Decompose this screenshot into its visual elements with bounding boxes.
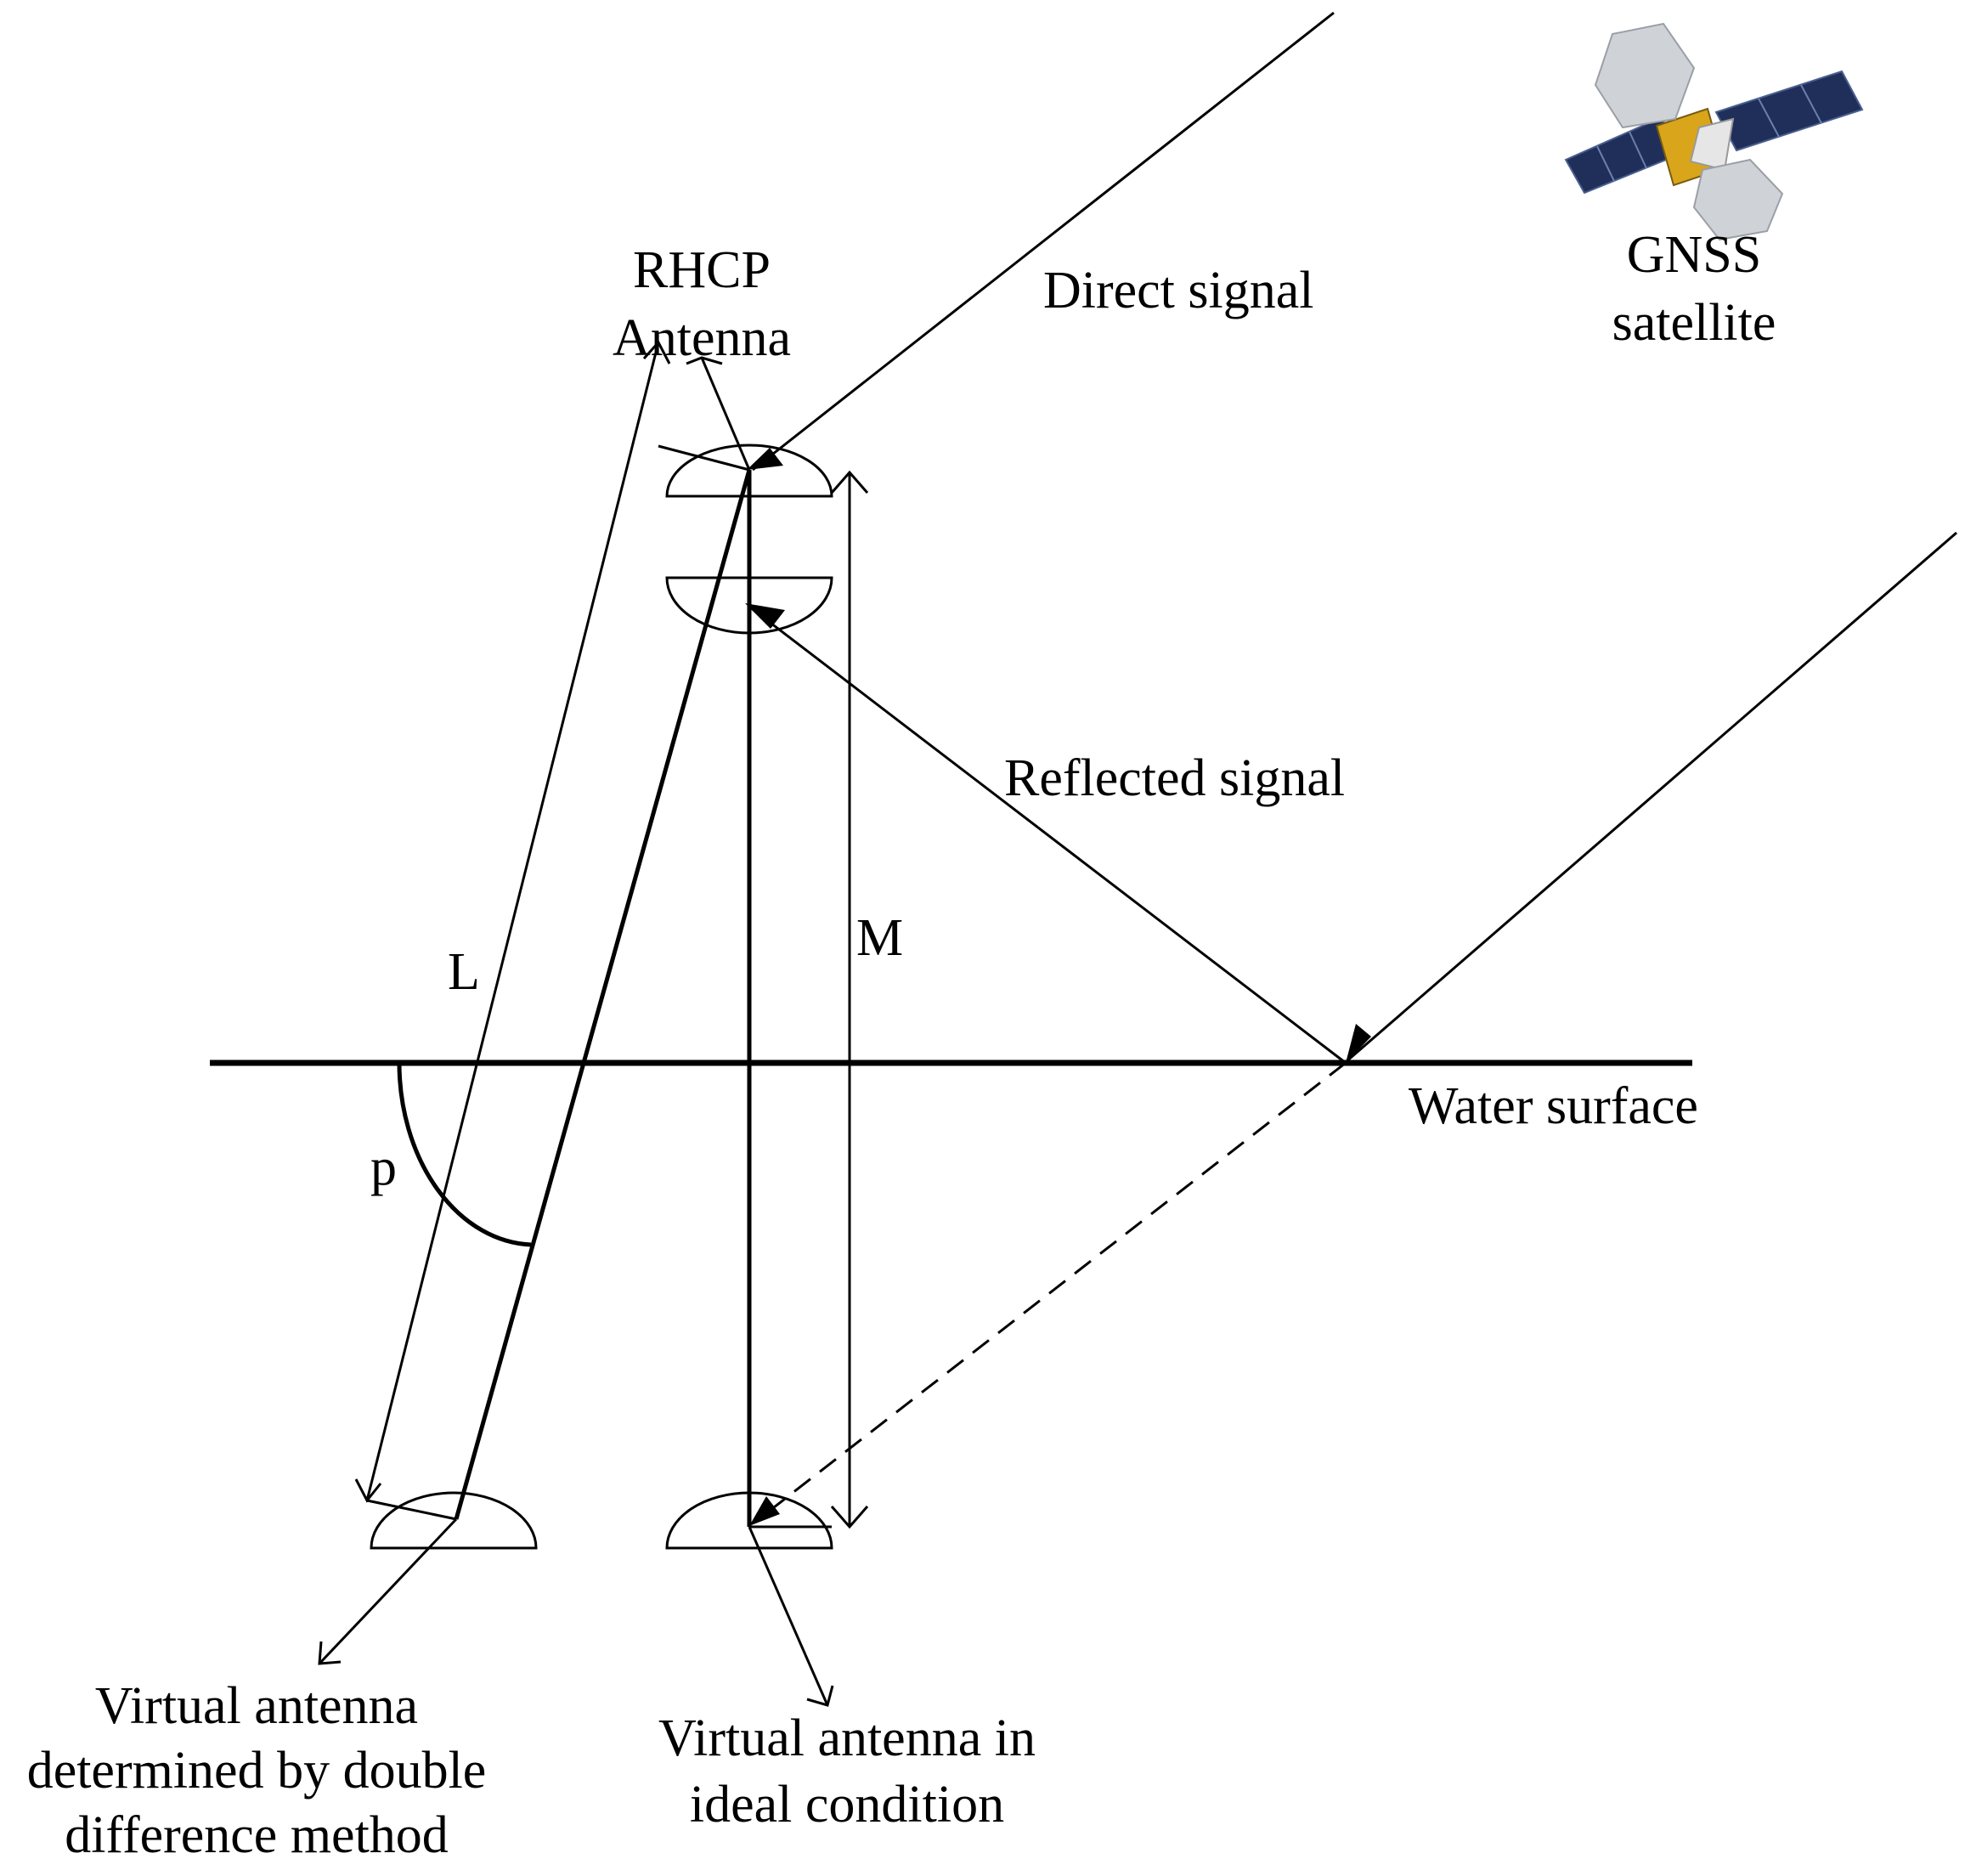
L-dimension-line (365, 342, 660, 1501)
M-top-arrowhead (830, 470, 869, 494)
angle-p-arc (397, 1062, 532, 1247)
L-bottom-arrowhead (354, 1478, 382, 1503)
reflected-signal-label: Reflected signal (1004, 749, 1345, 807)
dd-connector-line (366, 1499, 457, 1521)
virtual-dd-label-line3: difference method (65, 1806, 449, 1864)
virtual-dd-label-line2: determined by double (27, 1742, 487, 1800)
ideal-pointer-arrowhead (806, 1685, 834, 1707)
gnss-satellite-icon (1564, 22, 1864, 241)
gnss-label-line1: GNSS (1627, 226, 1762, 284)
virtual-dd-label-line1: Virtual antenna (95, 1677, 418, 1735)
antenna-intermediate (665, 576, 833, 635)
reflected-signal-line (748, 605, 1347, 1065)
virtual-antenna-dd (370, 1491, 538, 1550)
L-label: L (448, 943, 480, 1001)
gnss-label-line2: satellite (1612, 294, 1776, 352)
direct-signal-label: Direct signal (1043, 262, 1314, 319)
p-label: p (370, 1139, 397, 1196)
virtual-ideal-label-line2: ideal condition (690, 1776, 1004, 1834)
direct-signal-line (752, 11, 1335, 472)
incident-ray-arrowhead (1346, 1024, 1371, 1063)
incident-ray-line (1345, 531, 1957, 1064)
M-label: M (856, 909, 903, 967)
dd-pointer-arrowhead (318, 1641, 342, 1665)
ideal-pointer-line (748, 1526, 829, 1706)
rhcp-label-line1: RHCP (633, 241, 771, 299)
L-top-arrowhead (642, 340, 671, 364)
image-path-dashed-line (754, 1061, 1347, 1524)
M-bottom-arrowhead (830, 1506, 869, 1529)
image-path-arrowhead (749, 1496, 780, 1526)
direct-signal-arrowhead (747, 448, 783, 470)
rhcp-pointer-line (700, 357, 751, 471)
rhcp-connector-line (658, 444, 750, 472)
water-surface-label: Water surface (1409, 1077, 1698, 1135)
dd-pointer-line (318, 1517, 458, 1665)
rhcp-pointer-arrowhead (686, 356, 723, 365)
virtual-ideal-label-line1: Virtual antenna in (658, 1709, 1036, 1767)
dd-tilted-line (454, 469, 752, 1520)
reflected-signal-arrowhead (745, 603, 785, 629)
rhcp-label-line2: Antenna (613, 309, 791, 367)
